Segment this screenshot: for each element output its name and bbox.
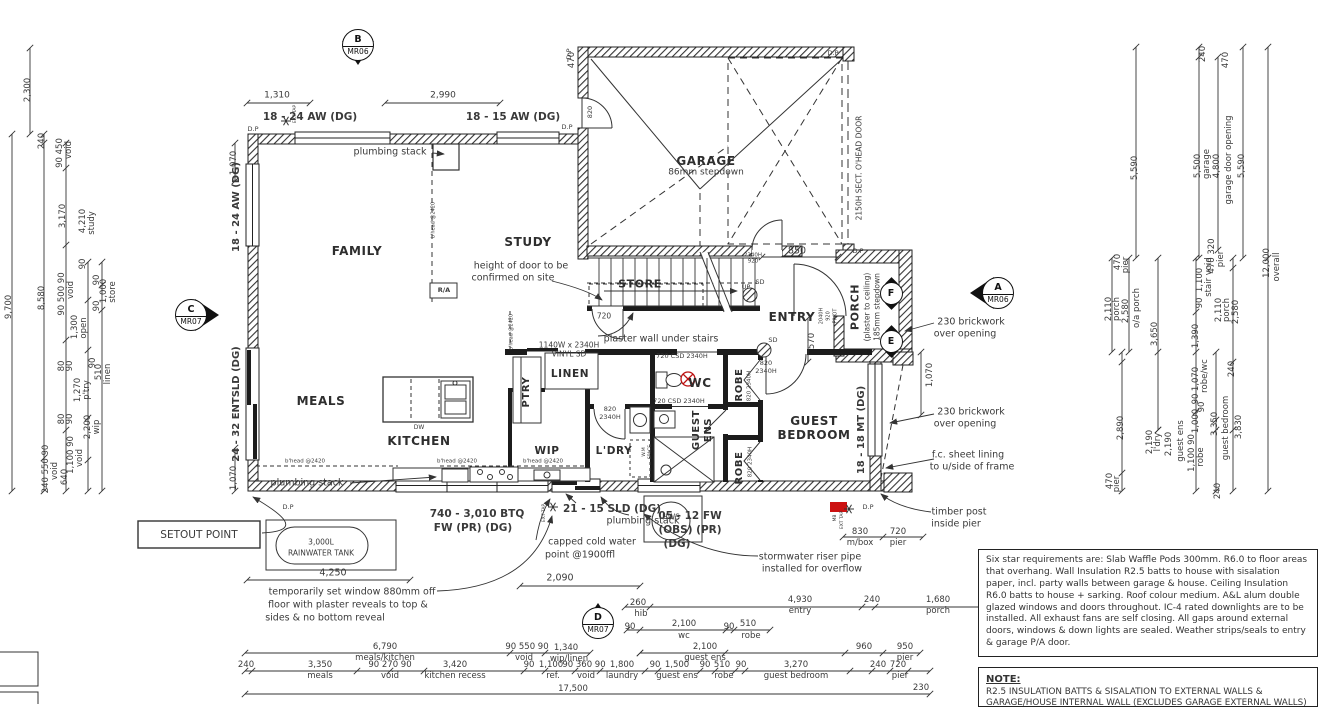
exterior-walls [247, 46, 914, 493]
exhaust-fan-icon [680, 371, 696, 387]
note-line: GARAGE/HOUSE INTERNAL WALL (EXCLUDES GAR… [986, 698, 1307, 707]
six-star-requirements-note: Six star requirements are: Slab Waffle P… [978, 549, 1318, 657]
doors [581, 97, 847, 481]
note-line: R2.5 INSULATION BATTS & SISALATION TO EX… [986, 686, 1263, 697]
interior-walls [505, 306, 872, 482]
stairs [587, 250, 760, 314]
ext-tap-icon [281, 116, 854, 514]
garage-lines [590, 57, 849, 246]
meter-box-icon [830, 502, 847, 512]
section-marker-F: F [879, 276, 903, 310]
site-objects [0, 495, 703, 704]
section-marker-E: E [879, 324, 903, 358]
windows [245, 131, 883, 493]
six-star-text: Six star requirements are: Slab Waffle P… [986, 555, 1308, 649]
note-title: NOTE: [986, 674, 1021, 685]
insulation-note: NOTE: R2.5 INSULATION BATTS & SISALATION… [978, 667, 1318, 707]
fixtures [256, 143, 904, 483]
